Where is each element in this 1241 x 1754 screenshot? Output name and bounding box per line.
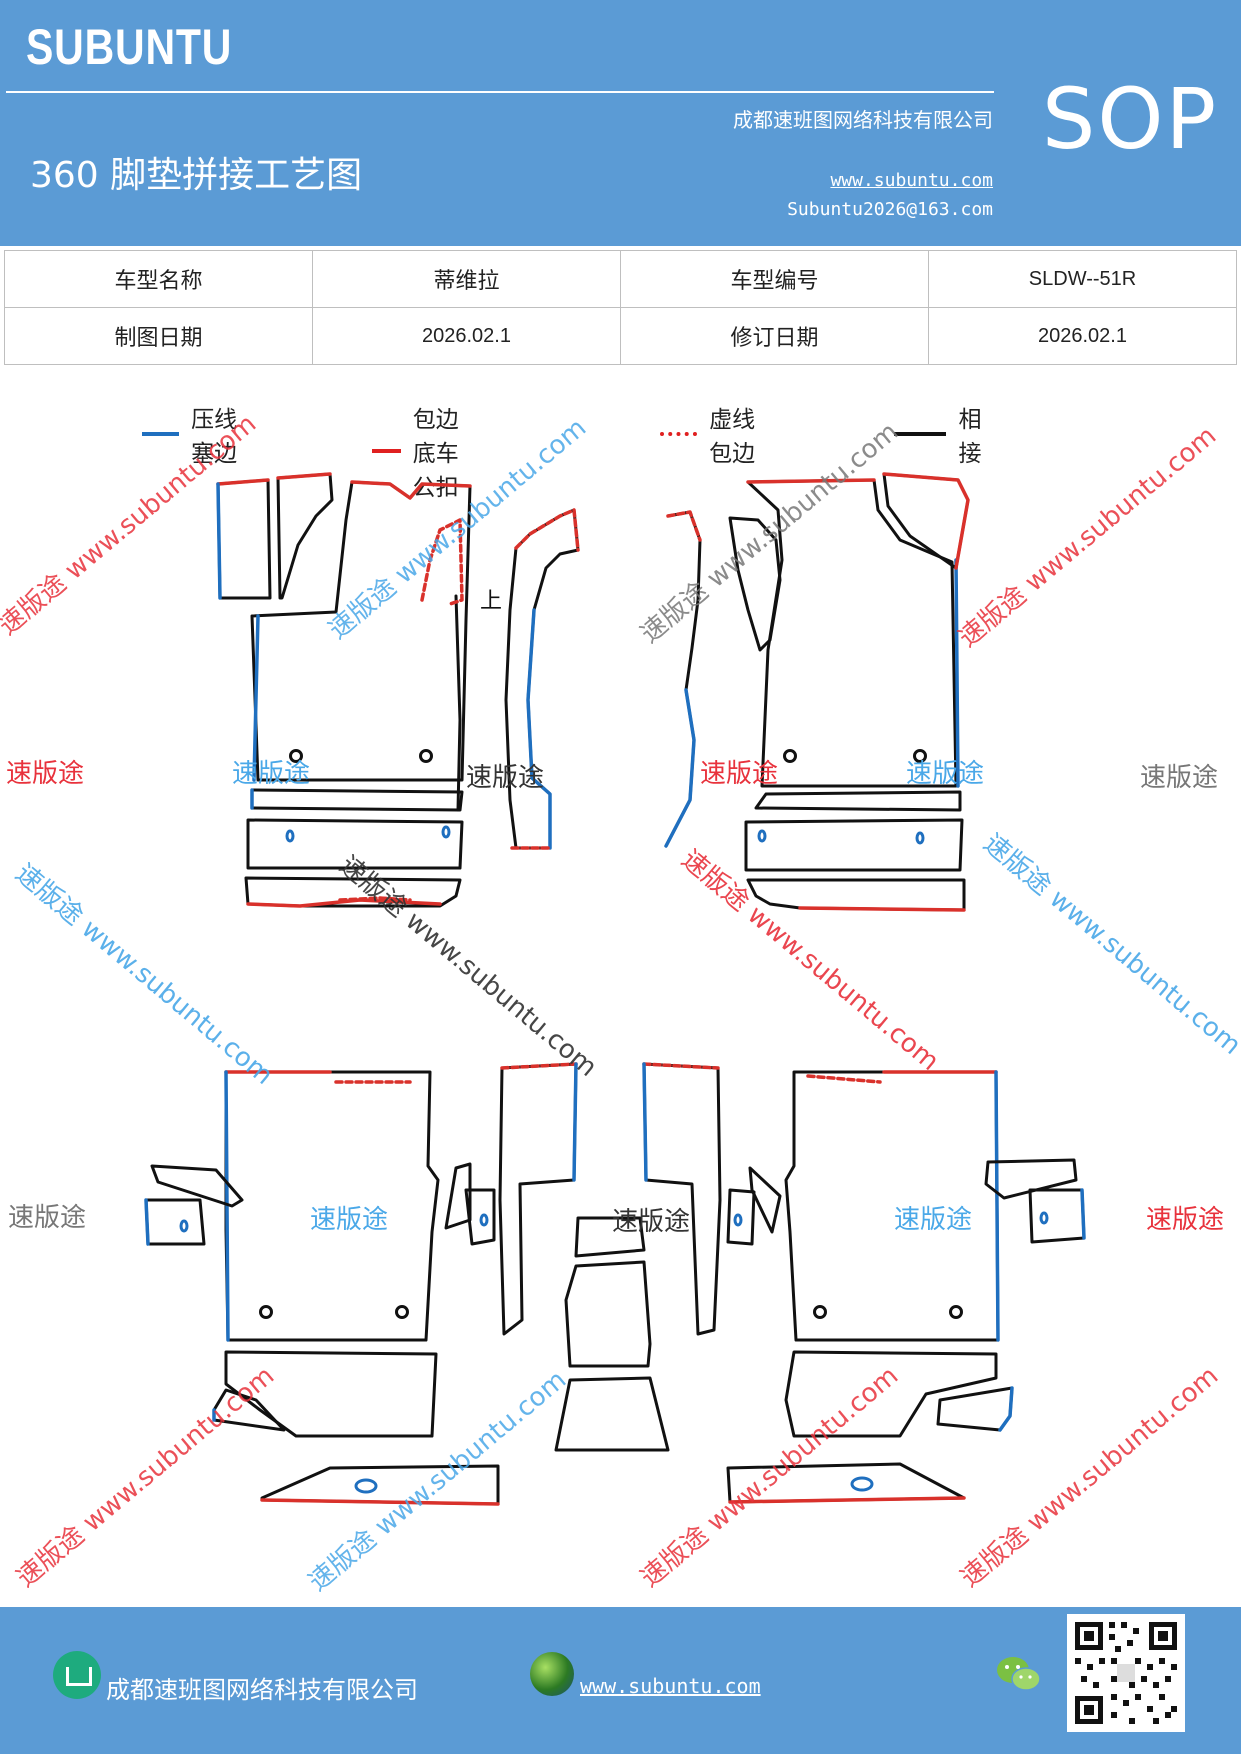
watermark-short: 速版途 [700,759,778,789]
mat-center-tunnel [554,1216,670,1452]
globe-icon [530,1652,574,1696]
watermark-short: 速版途 [232,759,310,789]
legend-label: 压线塞边 [191,407,238,467]
watermark-diagonal: 速版途 www.subuntu.com [0,409,262,641]
watermark-layer: 速版途 www.subuntu.com 速版途 www.subuntu.com … [0,409,1241,1597]
watermark-short: 速版途 [8,1203,86,1233]
footer-company: 成都速班图网络科技有限公司 [106,1676,418,1704]
header-email: Subuntu2026@163.com [787,199,993,220]
qr-code [1067,1614,1185,1732]
legend-item: 包边底车公扣 [372,400,473,502]
brand-logo: SUBUNTU [26,19,233,75]
watermark-short: 速版途 [310,1205,388,1235]
mat-rear-right [642,1062,1086,1504]
table-row: 制图日期 2026.02.1 修订日期 2026.02.1 [4,307,1237,365]
watermark-diagonal: 速版途 www.subuntu.com [953,421,1222,653]
header-website-link[interactable]: www.subuntu.com [830,170,993,191]
up-marker: 上 [480,589,502,614]
legend-item: 虚线包边 [660,400,761,468]
model-code-value: SLDW--51R [928,250,1237,308]
vehicle-info-table: 车型名称 蒂维拉 车型编号 SLDW--51R 制图日期 2026.02.1 修… [4,250,1237,365]
draw-date-label: 制图日期 [4,307,313,365]
watermark-short: 速版途 [1146,1205,1224,1235]
wechat-icon [997,1657,1041,1691]
legend-label: 虚线包边 [709,407,756,467]
header-banner [0,0,1241,246]
header-divider [6,91,994,93]
mat-front-right [664,472,970,912]
mat-front-left [216,472,472,908]
legend-swatch-black [894,432,947,436]
watermark-diagonal: 速版途 www.subuntu.com [10,858,279,1090]
model-code-label: 车型编号 [620,250,929,308]
legend-label: 包边底车公扣 [412,407,459,501]
page-title: 360 脚垫拼接工艺图 [30,155,363,196]
legend-label: 相接 [958,407,982,467]
watermark-short: 速版途 [612,1207,690,1237]
revision-date-value: 2026.02.1 [928,307,1237,365]
watermark-diagonal: 速版途 www.subuntu.com [635,417,904,649]
sill-strip-front-left [504,508,580,850]
legend-swatch-blue [142,432,180,436]
legend-swatch-red-dashed [660,432,698,436]
sop-badge: SOP [1042,70,1219,168]
draw-date-value: 2026.02.1 [312,307,621,365]
building-icon [53,1651,101,1699]
mat-rear-left [144,1062,578,1506]
watermark-diagonal: 速版途 www.subuntu.com [11,1361,280,1593]
footer-website-link[interactable]: www.subuntu.com [580,1674,761,1698]
watermark-diagonal: 速版途 www.subuntu.com [955,1361,1224,1593]
model-name-label: 车型名称 [4,250,313,308]
watermark-diagonal: 速版途 www.subuntu.com [334,850,603,1082]
model-name-value: 蒂维拉 [312,250,621,308]
watermark-short: 速版途 [906,759,984,789]
header-company: 成都速班图网络科技有限公司 [733,108,993,132]
legend-item: 相接 [894,400,995,468]
watermark-short: 速版途 [894,1205,972,1235]
revision-date-label: 修订日期 [620,307,929,365]
watermark-short: 速版途 [6,759,84,789]
table-row: 车型名称 蒂维拉 车型编号 SLDW--51R [4,250,1237,308]
legend-item: 压线塞边 [142,400,243,468]
watermark-short: 速版途 [466,763,544,793]
watermark-diagonal: 速版途 www.subuntu.com [303,1365,572,1597]
watermark-short: 速版途 [1140,763,1218,793]
watermark-diagonal: 速版途 www.subuntu.com [978,828,1241,1060]
legend-swatch-red [372,449,401,453]
